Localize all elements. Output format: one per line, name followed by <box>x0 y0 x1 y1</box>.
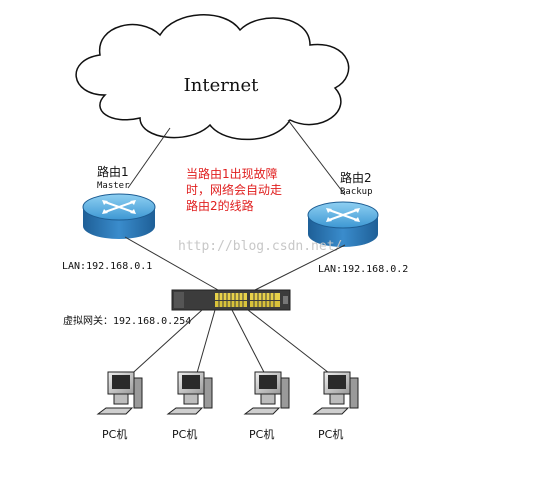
link-router2-switch <box>254 244 346 291</box>
link-switch-pc1 <box>124 309 203 381</box>
router2-role: Backup <box>340 187 373 197</box>
link-switch-pc4 <box>247 309 339 381</box>
pc2-icon <box>166 371 213 415</box>
failover-note: 当路由1出现故障 时，网络会自动走 路由2的线路 <box>186 166 282 213</box>
router1-lan: LAN:192.168.0.1 <box>62 261 152 272</box>
router1-role: Master <box>97 181 130 191</box>
pc1-label: PC机 <box>102 427 127 441</box>
watermark-text: http://blog.csdn.net/ <box>178 239 342 254</box>
note-line-1: 当路由1出现故障 <box>186 166 278 181</box>
pc4-icon <box>312 371 359 415</box>
pc1-icon <box>96 371 143 415</box>
note-line-2: 时，网络会自动走 <box>186 182 282 197</box>
pc4-label: PC机 <box>318 427 343 441</box>
note-line-3: 路由2的线路 <box>186 198 254 213</box>
router1-name: 路由1 <box>97 164 129 179</box>
link-switch-pc3 <box>231 309 269 381</box>
gateway-label: 虚拟网关：192.168.0.254 <box>63 314 191 327</box>
router2-name: 路由2 <box>340 170 372 185</box>
pc2-label: PC机 <box>172 427 197 441</box>
internet-cloud: Internet <box>75 14 350 141</box>
switch-icon <box>171 289 291 311</box>
router1-icon <box>82 193 156 239</box>
pc3-label: PC机 <box>249 427 274 441</box>
router2-lan: LAN:192.168.0.2 <box>318 264 408 275</box>
link-switch-pc2 <box>194 309 216 381</box>
internet-label: Internet <box>184 75 259 96</box>
link-cloud-router2 <box>287 119 346 196</box>
router2-icon <box>307 201 379 247</box>
link-cloud-router1 <box>127 127 171 189</box>
link-router1-switch <box>124 236 219 291</box>
pc3-icon <box>243 371 290 415</box>
